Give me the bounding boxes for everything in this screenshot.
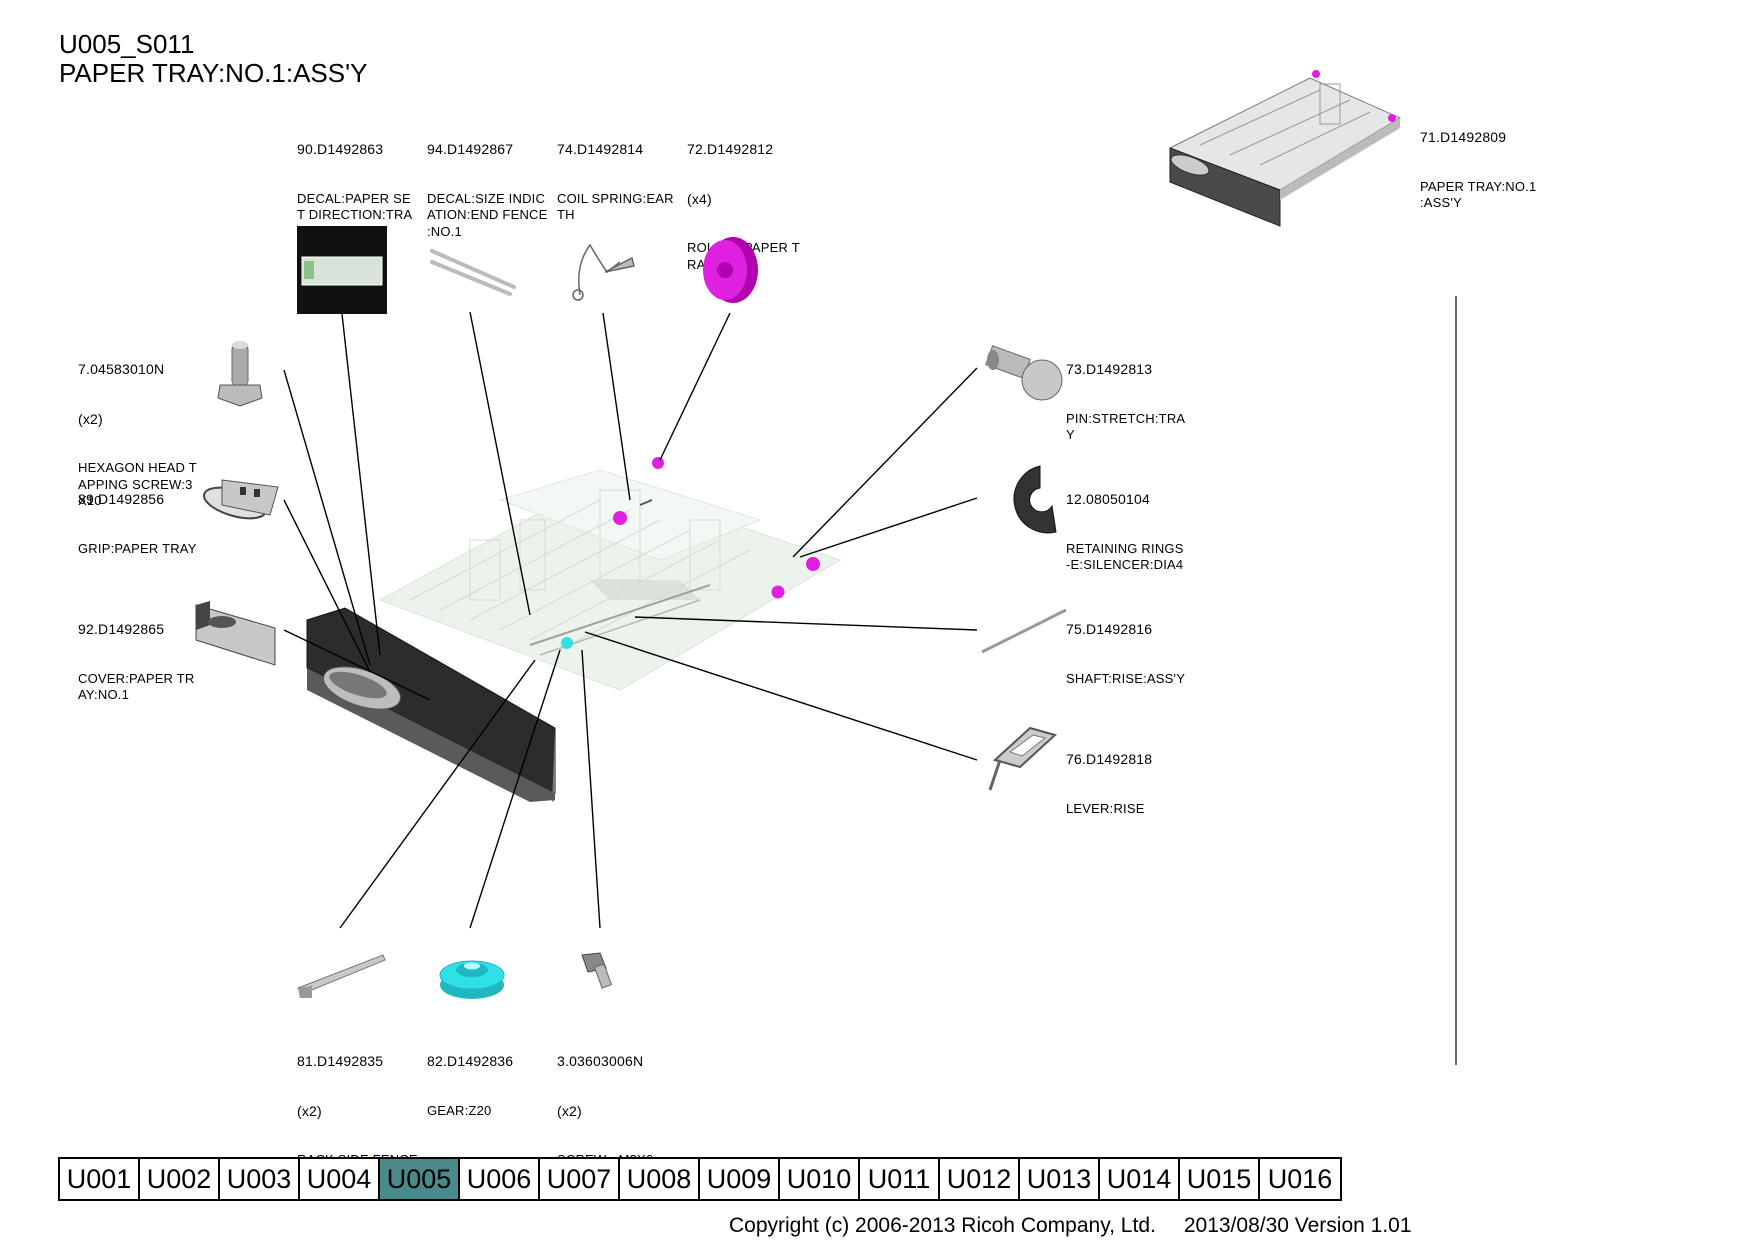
- tab-u009[interactable]: U009: [700, 1159, 780, 1199]
- coil-spring-part: [572, 243, 635, 301]
- rise-shaft-part: [981, 608, 1067, 654]
- part-label-74[interactable]: 74.D1492814 COIL SPRING:EAR TH: [557, 108, 674, 240]
- tab-u015[interactable]: U015: [1180, 1159, 1260, 1199]
- part-number: 81.D1492835: [297, 1053, 384, 1069]
- tab-u003[interactable]: U003: [220, 1159, 300, 1199]
- tab-u004[interactable]: U004: [300, 1159, 380, 1199]
- tab-u016[interactable]: U016: [1260, 1159, 1340, 1199]
- part-quantity: (x4): [687, 190, 712, 207]
- paper-tray-grip-part: [203, 479, 279, 520]
- hexagon-head-screw-part: [217, 341, 263, 407]
- side-fence-rack-part: [297, 954, 386, 998]
- main-tray-assembly: [306, 457, 842, 802]
- part-number: 90.D1492863: [297, 141, 384, 157]
- part-number: 76.D1492818: [1066, 751, 1153, 767]
- unit-tab-bar: U001 U002 U003 U004 U005 U006 U007 U008 …: [58, 1157, 1342, 1201]
- tab-u013[interactable]: U013: [1020, 1159, 1100, 1199]
- part-number: 82.D1492836: [427, 1053, 514, 1069]
- part-label-75[interactable]: 75.D1492816 SHAFT:RISE:ASS'Y: [1066, 588, 1185, 704]
- tab-u008[interactable]: U008: [620, 1159, 700, 1199]
- part-description: COIL SPRING:EAR TH: [557, 190, 674, 223]
- part-label-82[interactable]: 82.D1492836 GEAR:Z20: [427, 1020, 513, 1136]
- part-label-94[interactable]: 94.D1492867 DECAL:SIZE INDIC ATION:END F…: [427, 108, 548, 257]
- copyright-text: Copyright (c) 2006-2013 Ricoh Company, L…: [729, 1214, 1156, 1237]
- part-number: 94.D1492867: [427, 141, 514, 157]
- tab-u006[interactable]: U006: [460, 1159, 540, 1199]
- paper-tray-cover-part: [195, 601, 276, 666]
- part-label-71[interactable]: 71.D1492809 PAPER TRAY:NO.1 :ASS'Y: [1420, 96, 1536, 228]
- part-number: 92.D1492865: [78, 621, 165, 637]
- part-quantity: (x2): [557, 1102, 582, 1119]
- part-label-92[interactable]: 92.D1492865 COVER:PAPER TR AY:NO.1: [78, 588, 194, 720]
- paper-tray-roller-part: [703, 237, 758, 303]
- rise-lever-part: [988, 726, 1058, 791]
- part-number: 75.D1492816: [1066, 621, 1153, 637]
- part-label-12[interactable]: 12.08050104 RETAINING RINGS -E:SILENCER:…: [1066, 458, 1184, 590]
- part-description: RETAINING RINGS -E:SILENCER:DIA4: [1066, 540, 1184, 573]
- part-description: DECAL:SIZE INDIC ATION:END FENCE :NO.1: [427, 190, 548, 239]
- part-description: PAPER TRAY:NO.1 :ASS'Y: [1420, 178, 1537, 211]
- assembly-title: PAPER TRAY:NO.1:ASS'Y: [59, 58, 368, 88]
- part-description: HEXAGON HEAD T APPING SCREW:3 X10: [78, 460, 197, 508]
- part-description: GEAR:Z20: [427, 1102, 492, 1118]
- part-number: 72.D1492812: [687, 141, 774, 157]
- tab-u010[interactable]: U010: [780, 1159, 860, 1199]
- version-text: 2013/08/30 Version 1.01: [1183, 1214, 1412, 1237]
- part-description: PIN:STRETCH:TRA Y: [1066, 410, 1186, 443]
- part-description: SHAFT:RISE:ASS'Y: [1066, 670, 1186, 686]
- retaining-ring-part: [1013, 465, 1057, 534]
- screw-m3x6-part: [581, 952, 613, 989]
- tab-u011[interactable]: U011: [860, 1159, 940, 1199]
- part-description: GRIP:PAPER TRAY: [78, 540, 197, 556]
- gear-z20-part: [439, 960, 505, 999]
- part-label-73[interactable]: 73.D1492813 PIN:STRETCH:TRA Y: [1066, 328, 1185, 460]
- part-label-89[interactable]: 89.D1492856 GRIP:PAPER TRAY: [78, 458, 197, 574]
- paper-tray-assembly-thumbnail: [1168, 70, 1402, 227]
- part-number: 3.03603006N: [557, 1053, 644, 1069]
- part-number: 7.04583010N: [78, 361, 165, 377]
- tab-u005[interactable]: U005: [380, 1159, 460, 1199]
- part-number: 74.D1492814: [557, 141, 644, 157]
- tab-u001[interactable]: U001: [60, 1159, 140, 1199]
- page-title: U005_S011 PAPER TRAY:NO.1:ASS'Y: [59, 30, 367, 88]
- part-label-7[interactable]: 7.04583010N (x2) HEXAGON HEAD T APPING S…: [78, 328, 197, 526]
- page-code: U005_S011: [59, 29, 195, 59]
- leader-lines: [283, 311, 978, 929]
- part-number: 73.D1492813: [1066, 361, 1153, 377]
- tab-u014[interactable]: U014: [1100, 1159, 1180, 1199]
- part-quantity: (x2): [297, 1102, 322, 1119]
- part-number: 89.D1492856: [78, 491, 165, 507]
- part-quantity: (x2): [78, 410, 103, 427]
- tab-u002[interactable]: U002: [140, 1159, 220, 1199]
- part-description: LEVER:RISE: [1066, 800, 1145, 816]
- part-description: COVER:PAPER TR AY:NO.1: [78, 670, 195, 703]
- decal-paper-set-direction-part: [297, 226, 387, 314]
- footer: Copyright (c) 2006-2013 Ricoh Company, L…: [729, 1214, 1440, 1238]
- part-number: 12.08050104: [1066, 491, 1150, 507]
- stretch-pin-part: [985, 345, 1063, 401]
- part-label-76[interactable]: 76.D1492818 LEVER:RISE: [1066, 718, 1152, 834]
- part-number: 71.D1492809: [1420, 129, 1507, 145]
- tab-u007[interactable]: U007: [540, 1159, 620, 1199]
- tab-u012[interactable]: U012: [940, 1159, 1020, 1199]
- decal-size-indication-part: [430, 249, 516, 296]
